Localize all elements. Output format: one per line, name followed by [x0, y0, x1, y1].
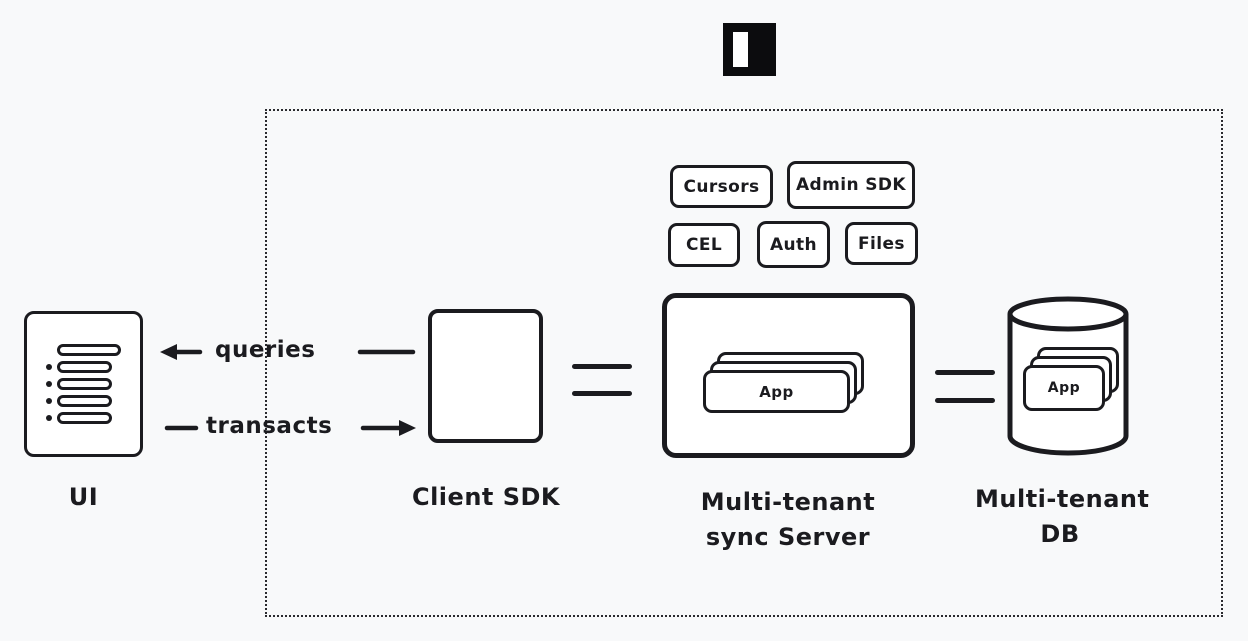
app-card-front: App	[703, 370, 850, 413]
transacts-edge-label: transacts	[206, 413, 333, 439]
app-card-label: App	[759, 382, 794, 401]
sdk-server-connector-bottom	[572, 391, 632, 396]
instant-logo-bar	[733, 32, 748, 67]
ui-node-label: UI	[68, 483, 99, 511]
server-db-connector-top	[935, 370, 995, 375]
sync-server-label-line1: Multi-tenant	[700, 488, 876, 516]
feature-chip-files: Files	[845, 222, 918, 265]
db-label-line2: DB	[1040, 520, 1080, 548]
feature-chip-cursors-label: Cursors	[683, 176, 760, 197]
server-db-connector-bottom	[935, 398, 995, 403]
ui-node	[24, 311, 143, 457]
feature-chip-admin-sdk-label: Admin SDK	[795, 175, 907, 195]
db-node: App	[1006, 294, 1130, 456]
feature-chip-cursors: Cursors	[670, 165, 773, 208]
feature-chip-auth-label: Auth	[769, 234, 818, 255]
feature-chip-cel: CEL	[668, 223, 740, 267]
sync-server-node: App	[662, 293, 915, 458]
client-sdk-node	[428, 309, 543, 443]
backend-boundary	[265, 109, 1223, 617]
db-label-line1: Multi-tenant	[975, 485, 1150, 513]
db-node-label: Multi-tenant DB	[975, 482, 1150, 552]
feature-chip-admin-sdk: Admin SDK	[787, 161, 915, 209]
list-icon	[46, 344, 121, 424]
client-sdk-node-label: Client SDK	[411, 483, 561, 511]
sync-server-label-line2: sync Server	[705, 523, 871, 551]
db-app-card-front: App	[1023, 365, 1105, 411]
feature-chip-auth: Auth	[757, 221, 830, 268]
sync-server-node-label: Multi-tenant sync Server	[663, 485, 913, 555]
instant-logo-icon	[723, 23, 776, 76]
feature-chip-files-label: Files	[858, 233, 905, 254]
sdk-server-connector-top	[572, 364, 632, 369]
queries-edge-label: queries	[215, 337, 316, 363]
queries-arrowhead-left-icon	[160, 344, 177, 360]
db-app-card-label: App	[1047, 380, 1081, 396]
feature-chip-cel-label: CEL	[685, 235, 723, 255]
